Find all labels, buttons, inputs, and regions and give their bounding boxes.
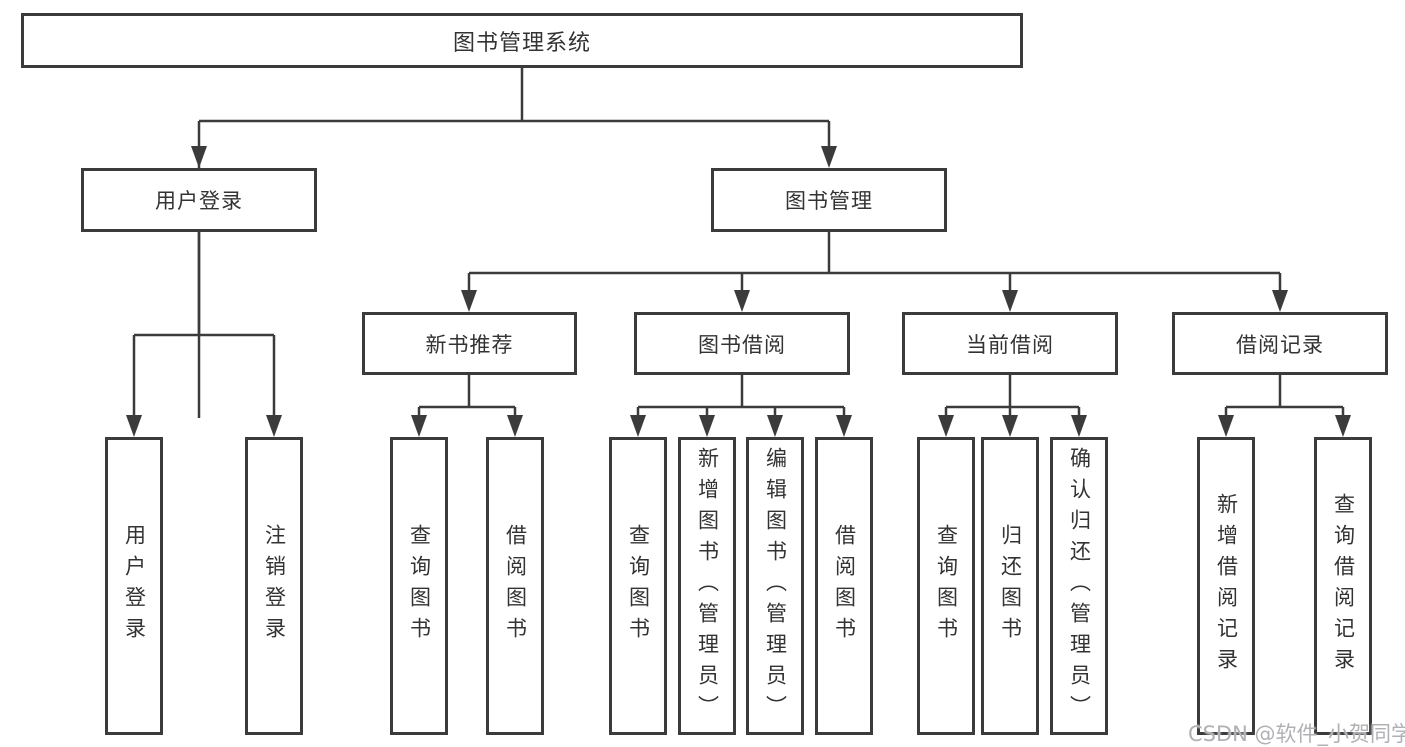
leaf-borrow-books: 借阅图书 [815,437,873,735]
node-label: 图书管理 [785,189,873,213]
leaf-edit-books-admin: 编辑图书（管理员） [746,437,804,735]
node-label: 新书推荐 [425,332,514,357]
node-label: 图书管理系统 [452,30,591,56]
leaf-query-books-recommend: 查询图书 [390,437,448,735]
leaf-return-books: 归还图书 [981,437,1039,735]
node-label: 用户登录 [155,189,243,213]
leaf-add-books-admin: 新增图书（管理员） [678,437,736,735]
node-book-borrow: 图书借阅 [634,312,850,375]
leaf-label: 确认归还（管理员） [1067,446,1092,726]
leaf-label: 查询借阅记录 [1331,493,1356,679]
leaf-query-books-current: 查询图书 [917,437,975,735]
leaf-label: 查询图书 [626,524,651,648]
node-label: 当前借阅 [966,332,1054,357]
leaf-label: 借阅图书 [503,524,528,648]
node-root-library-system: 图书管理系统 [21,13,1023,68]
leaf-label: 查询图书 [934,524,959,648]
csdn-watermark: CSDN @软件_小贺同学 [1188,722,1405,746]
leaf-confirm-return-admin: 确认归还（管理员） [1050,437,1108,735]
leaf-label: 借阅图书 [832,524,857,648]
leaf-add-borrow-record: 新增借阅记录 [1197,437,1255,735]
leaf-query-borrow-record: 查询借阅记录 [1314,437,1372,735]
node-new-book-recommend: 新书推荐 [362,312,577,375]
node-user-login: 用户登录 [81,168,317,232]
leaf-user-login: 用户登录 [105,437,163,735]
leaf-label: 新增图书（管理员） [695,446,720,726]
node-current-borrow: 当前借阅 [902,312,1118,375]
leaf-label: 归还图书 [998,524,1023,648]
leaf-logout: 注销登录 [245,437,303,735]
leaf-query-books-borrow: 查询图书 [609,437,667,735]
leaf-label: 编辑图书（管理员） [763,446,788,726]
leaf-borrow-books-recommend: 借阅图书 [486,437,544,735]
node-borrow-records: 借阅记录 [1172,312,1388,375]
node-label: 图书借阅 [698,332,786,357]
leaf-label: 用户登录 [122,524,147,648]
leaf-label: 注销登录 [262,524,287,648]
node-book-management: 图书管理 [711,168,947,232]
leaf-label: 查询图书 [407,524,432,648]
leaf-label: 新增借阅记录 [1214,493,1239,679]
node-label: 借阅记录 [1236,332,1324,357]
